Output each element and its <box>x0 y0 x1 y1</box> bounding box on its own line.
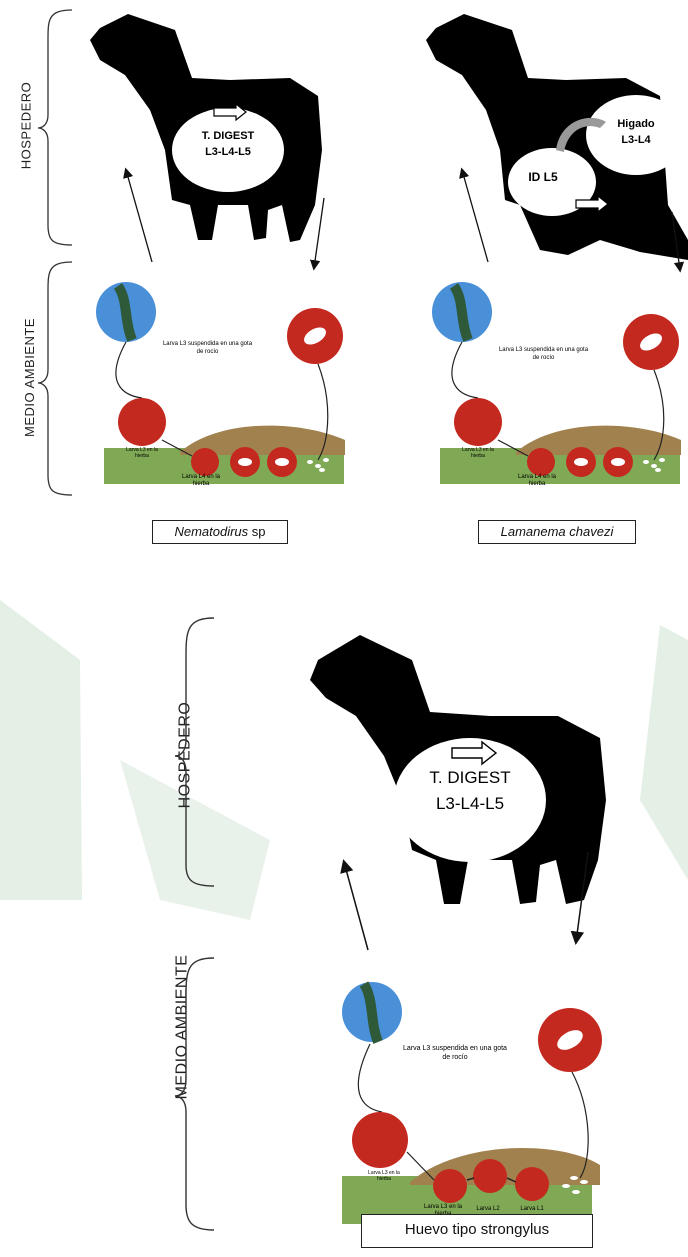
larva-dew-label: Larva L3 suspendida en una gota de rocío <box>400 1044 510 1062</box>
larva-soil-label: Larva L3 en la hierba <box>362 1170 406 1182</box>
stage-l2-label: Larva L2 <box>468 1206 508 1212</box>
organ-title: T. DIGEST <box>410 768 530 788</box>
host-brace <box>175 618 214 886</box>
stage-l1-label: Larva L1 <box>512 1206 552 1212</box>
caption-strongylus: Huevo tipo strongylus <box>361 1214 593 1248</box>
organ-stages: L3-L4-L5 <box>410 794 530 814</box>
environment-brace <box>175 958 214 1230</box>
